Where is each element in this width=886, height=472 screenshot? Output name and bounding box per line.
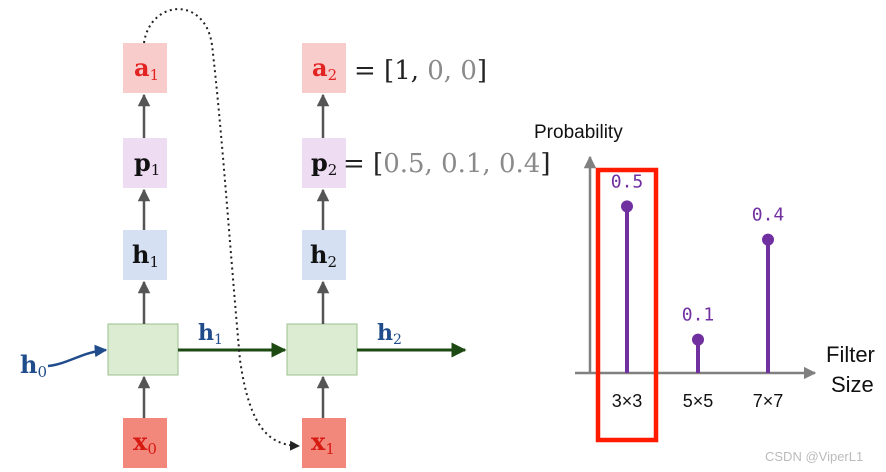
a1-box	[123, 43, 167, 93]
arrow-h0-to-cell1	[47, 344, 108, 368]
edge-h2-label: h2	[377, 320, 402, 348]
stem-marker-1	[621, 200, 633, 213]
chart-xlabel-line1: Filter	[826, 342, 875, 367]
h2-box	[302, 230, 346, 280]
rnn-step-1: a1 p1 h1 x0	[107, 43, 179, 468]
tick-label-1: 3×3	[612, 391, 643, 411]
x0-label: x0	[133, 427, 157, 458]
p2-equation: = [0.5, 0.1, 0.4]	[343, 149, 550, 179]
p2-box	[302, 138, 346, 188]
p1-label: p1	[134, 148, 160, 179]
x1-label: x1	[311, 427, 335, 458]
a2-box	[302, 43, 346, 93]
a1-label: a1	[134, 53, 159, 84]
rnn-step-2: a2 p2 h2 x1	[286, 43, 358, 468]
p2-label: p2	[311, 148, 337, 179]
highlight-box	[595, 167, 659, 443]
x0-box	[123, 418, 167, 468]
chart-ylabel: Probability	[534, 122, 623, 143]
stem-marker-2	[692, 333, 704, 346]
p1-box	[123, 138, 167, 188]
cell-1	[107, 323, 179, 376]
tick-label-3: 7×7	[753, 391, 784, 411]
h0-label: h0	[20, 350, 47, 381]
dotted-feedback-a1-to-x1	[143, 8, 300, 451]
filter-size-probability-chart: Probability Filter Size 0.5 3×3 0.1 5×5 0.4 7…	[534, 122, 875, 443]
stem-marker-3	[762, 233, 774, 246]
value-label-2: 0.1	[682, 305, 715, 326]
edge-h1-label: h1	[198, 320, 223, 348]
h1-label: h1	[132, 240, 159, 271]
h2-label: h2	[310, 240, 337, 271]
chart-marks: 0.5 3×3 0.1 5×5 0.4 7×7	[611, 171, 785, 411]
chart-xlabel-line2: Size	[831, 372, 874, 397]
a2-equation: = [1, 0, 0]	[354, 56, 487, 86]
x1-box	[302, 418, 346, 468]
value-label-3: 0.4	[752, 205, 785, 226]
watermark: CSDN @ViperL1	[765, 449, 863, 464]
value-label-1: 0.5	[611, 171, 644, 192]
cell-2	[286, 323, 358, 376]
tick-label-2: 5×5	[683, 391, 714, 411]
a2-label: a2	[312, 53, 337, 84]
h1-box	[123, 230, 167, 280]
